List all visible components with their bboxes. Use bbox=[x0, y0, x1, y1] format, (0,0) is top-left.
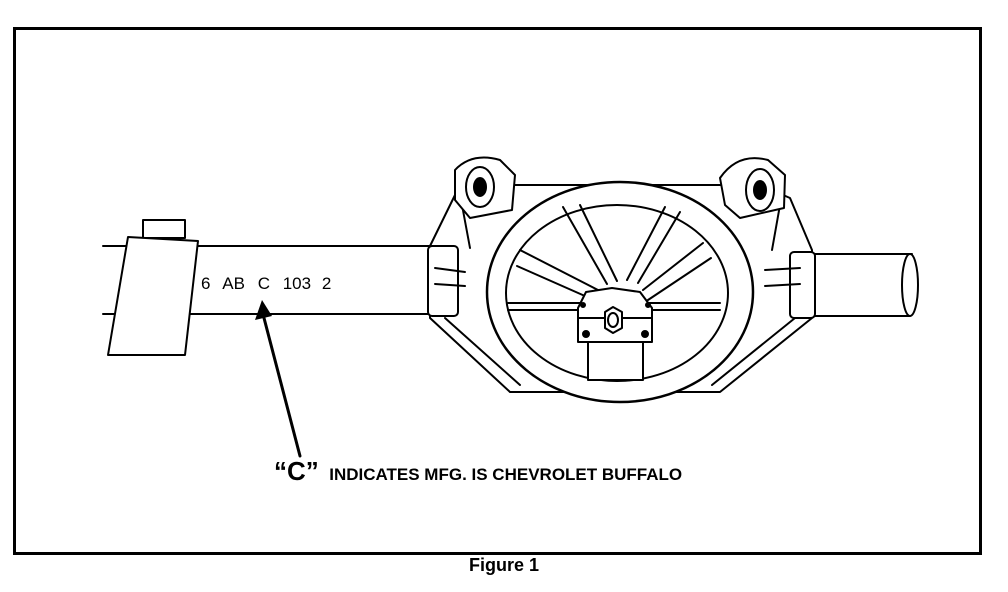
left-bushing bbox=[454, 156, 516, 219]
stamp-part-day: 103 bbox=[283, 274, 311, 293]
stamp-part-code: AB bbox=[222, 274, 245, 293]
stamp-part-plant: C bbox=[258, 274, 270, 293]
figure-caption: Figure 1 bbox=[468, 555, 539, 575]
figure-frame bbox=[13, 27, 982, 555]
axle-stamp-code: 6 AB C 103 2 bbox=[201, 274, 331, 293]
callout-letter: “C” bbox=[274, 456, 319, 486]
callout-label: “C” INDICATES MFG. IS CHEVROLET BUFFALO bbox=[274, 456, 682, 486]
stamp-part-year: 6 bbox=[201, 274, 210, 293]
right-axle-tube bbox=[799, 253, 919, 317]
callout-arrow bbox=[255, 300, 302, 458]
callout-text: INDICATES MFG. IS CHEVROLET BUFFALO bbox=[329, 465, 682, 484]
right-bushing bbox=[719, 157, 786, 219]
spring-bracket bbox=[107, 219, 199, 356]
stamp-part-shift: 2 bbox=[322, 274, 331, 293]
differential-cover bbox=[485, 180, 755, 404]
